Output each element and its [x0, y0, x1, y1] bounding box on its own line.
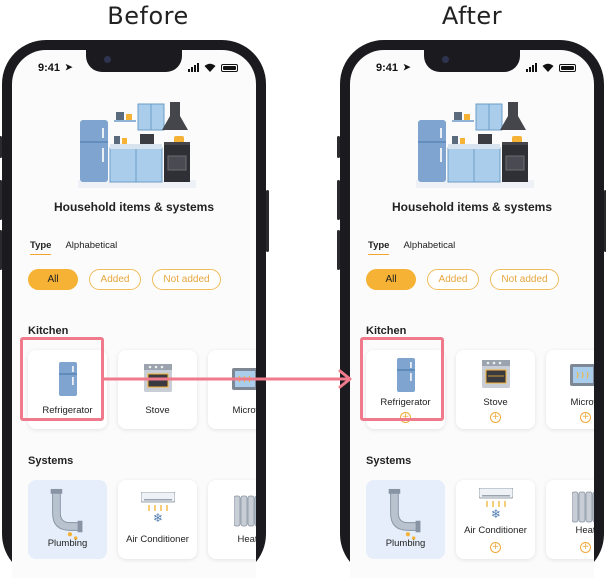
item-label: Plumbing [385, 538, 426, 549]
volume-down-button [0, 230, 2, 270]
volume-up-button [0, 180, 2, 220]
tab-alphabetical[interactable]: Alphabetical [65, 240, 118, 251]
battery-icon [559, 63, 576, 72]
item-card-plumbing[interactable]: Plumbing [366, 480, 445, 559]
item-label: Air Conditioner [126, 534, 189, 545]
item-label: Microw [232, 405, 256, 416]
wifi-icon [542, 63, 554, 72]
heater-icon [233, 495, 256, 527]
item-card-air-conditioner[interactable]: Air Conditioner + [456, 480, 535, 559]
cellular-signal-icon [526, 63, 537, 72]
cellular-signal-icon [188, 63, 199, 72]
kitchen-illustration [416, 98, 534, 188]
before-title: Before [107, 2, 189, 30]
filter-not-added[interactable]: Not added [490, 269, 559, 290]
status-time: 9:41 [38, 62, 61, 74]
status-time: 9:41 [376, 62, 399, 74]
item-label: Refrigerator [380, 397, 431, 408]
app-screen-before: 9:41 ➤ Household items & systems Type Al… [12, 50, 256, 578]
status-bar: 9:41 ➤ [350, 62, 594, 78]
add-icon[interactable]: + [580, 412, 591, 423]
volume-down-button [337, 230, 340, 270]
section-kitchen: Kitchen [28, 325, 69, 337]
microwave-icon [569, 364, 594, 386]
filter-all[interactable]: All [366, 269, 416, 290]
wifi-icon [204, 63, 216, 72]
item-card-stove[interactable]: Stove [118, 350, 197, 429]
item-card-microwave[interactable]: Microw [208, 350, 256, 429]
stove-icon [481, 360, 510, 388]
camera-icon [104, 56, 111, 63]
item-label: Refrigerator [42, 405, 93, 416]
air-conditioner-icon [140, 492, 175, 526]
plumbing-icon [387, 488, 421, 540]
item-card-stove[interactable]: Stove + [456, 350, 535, 429]
mute-switch [337, 136, 340, 158]
heater-icon [571, 491, 594, 523]
item-card-heater[interactable]: Heat + [546, 480, 594, 559]
item-label: Air Conditioner [464, 525, 527, 536]
kitchen-items-row: Refrigerator Stove Microw [28, 350, 256, 429]
systems-items-row: Plumbing Air Conditioner Heat [28, 480, 256, 559]
camera-icon [442, 56, 449, 63]
item-label: Heat [237, 534, 256, 545]
filter-all[interactable]: All [28, 269, 78, 290]
power-button [604, 190, 606, 252]
add-icon[interactable]: + [490, 542, 501, 553]
systems-items-row: Plumbing Air Conditioner + Heat + [366, 480, 594, 559]
add-icon[interactable]: + [490, 412, 501, 423]
location-arrow-icon: ➤ [65, 62, 73, 72]
item-label: Plumbing [47, 538, 88, 549]
item-label: Heat [575, 525, 594, 536]
tab-alphabetical[interactable]: Alphabetical [403, 240, 456, 251]
filter-added[interactable]: Added [427, 269, 479, 290]
power-button [266, 190, 269, 252]
kitchen-items-row: Refrigerator + Stove + Microw + [366, 350, 594, 429]
volume-up-button [337, 180, 340, 220]
item-label: Microw [570, 397, 594, 408]
add-icon[interactable]: + [400, 412, 411, 423]
filter-chips: All Added Not added [366, 269, 559, 290]
app-screen-after: 9:41 ➤ Household items & systems Type Al… [350, 50, 594, 578]
arrow-connector [104, 369, 352, 389]
item-card-refrigerator[interactable]: Refrigerator + [366, 350, 445, 429]
filter-chips: All Added Not added [28, 269, 221, 290]
item-card-heater[interactable]: Heat [208, 480, 256, 559]
status-bar: 9:41 ➤ [12, 62, 256, 78]
item-label: Stove [483, 397, 508, 408]
phone-before: 9:41 ➤ Household items & systems Type Al… [0, 40, 269, 578]
refrigerator-icon [396, 358, 415, 392]
add-icon[interactable]: + [580, 542, 591, 553]
filter-not-added[interactable]: Not added [152, 269, 221, 290]
item-card-plumbing[interactable]: Plumbing [28, 480, 107, 559]
page-title: Household items & systems [391, 200, 553, 214]
sort-tabs: Type Alphabetical [30, 240, 117, 255]
section-systems: Systems [366, 455, 412, 467]
mute-switch [0, 136, 2, 158]
kitchen-illustration [78, 98, 196, 188]
item-card-microwave[interactable]: Microw + [546, 350, 594, 429]
section-systems: Systems [28, 455, 74, 467]
phone-after: 9:41 ➤ Household items & systems Type Al… [337, 40, 606, 578]
filter-added[interactable]: Added [89, 269, 141, 290]
item-card-air-conditioner[interactable]: Air Conditioner [118, 480, 197, 559]
page-title: Household items & systems [53, 200, 215, 214]
refrigerator-icon [58, 362, 77, 396]
tab-type[interactable]: Type [30, 240, 52, 255]
section-kitchen: Kitchen [366, 325, 407, 337]
tab-type[interactable]: Type [368, 240, 390, 255]
plumbing-icon [49, 488, 83, 540]
after-title: After [441, 2, 503, 30]
notch [86, 50, 182, 72]
sort-tabs: Type Alphabetical [368, 240, 455, 255]
item-card-refrigerator[interactable]: Refrigerator [28, 350, 107, 429]
battery-icon [221, 63, 238, 72]
item-label: Stove [145, 405, 170, 416]
air-conditioner-icon [478, 488, 513, 522]
location-arrow-icon: ➤ [403, 62, 411, 72]
notch [424, 50, 520, 72]
